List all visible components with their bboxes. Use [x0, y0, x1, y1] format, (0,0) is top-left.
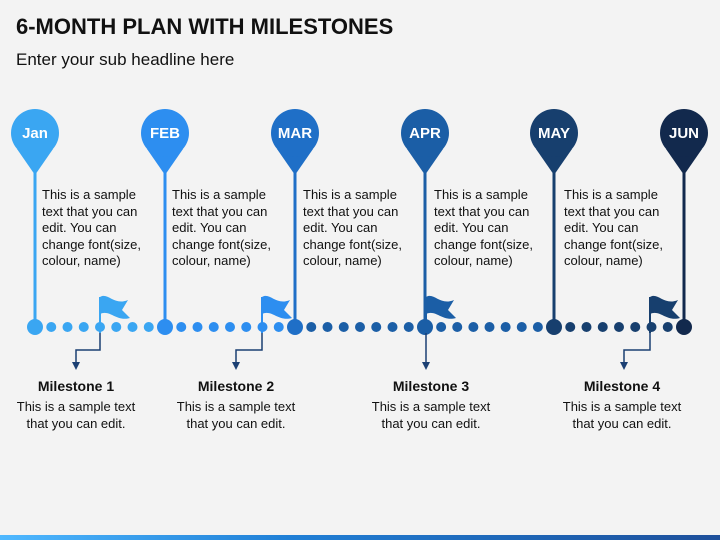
- timeline-dot: [403, 322, 414, 332]
- pin-head: [141, 109, 189, 157]
- milestone-connector: [75, 333, 101, 364]
- timeline-dot: [143, 322, 154, 332]
- timeline-node: [676, 319, 692, 335]
- timeline-dot: [597, 322, 608, 332]
- timeline-dot: [646, 322, 657, 332]
- timeline-dot: [468, 322, 479, 332]
- pin-tail: [407, 149, 443, 175]
- page-subtitle: Enter your sub headline here: [16, 50, 235, 69]
- milestone-title: Milestone 1: [37, 378, 115, 394]
- timeline-dot: [500, 322, 511, 332]
- flag-icon: [426, 295, 456, 319]
- timeline-dot: [208, 322, 219, 332]
- pin-tail: [147, 149, 183, 175]
- timeline-dot: [78, 322, 89, 332]
- milestone-3: Milestone 3 This is a sample text that y…: [361, 378, 501, 432]
- pin-head: [530, 109, 578, 157]
- timeline-dot: [436, 322, 447, 332]
- timeline-dot: [273, 322, 284, 332]
- pin-label-feb: FEB: [150, 125, 180, 142]
- milestone-text: This is a sample text that you can edit.: [16, 399, 136, 431]
- timeline-dot: [581, 322, 592, 332]
- timeline-dot: [484, 322, 495, 332]
- page-title: 6-MONTH PLAN WITH MILESTONES: [16, 14, 394, 39]
- footer-gradient-bar: [0, 535, 720, 540]
- arrow-down-icon: [422, 362, 430, 370]
- timeline-dot: [614, 322, 624, 332]
- flag-icon: [262, 295, 292, 319]
- pin-head: [401, 109, 449, 157]
- pin-label-mar: MAR: [278, 125, 312, 142]
- milestone-2: Milestone 2 This is a sample text that y…: [166, 378, 306, 432]
- timeline-dot: [516, 322, 527, 332]
- flag-icon: [100, 295, 130, 319]
- pin-tail: [666, 149, 702, 175]
- timeline-dot: [452, 322, 463, 332]
- timeline-node: [287, 319, 303, 335]
- month-text-mar: This is a sample text that you can edit.…: [303, 187, 403, 268]
- timeline-dot: [532, 322, 543, 332]
- milestone-4: Milestone 4 This is a sample text that y…: [552, 378, 692, 432]
- month-text-jan: This is a sample text that you can edit.…: [42, 187, 142, 268]
- milestone-title: Milestone 4: [583, 378, 661, 394]
- pin-tail: [17, 149, 53, 175]
- timeline-dot: [225, 322, 235, 332]
- pin-tail: [536, 149, 572, 175]
- timeline-dot: [371, 322, 382, 332]
- month-text-feb: This is a sample text that you can edit.…: [172, 187, 272, 268]
- timeline-dot: [111, 322, 122, 332]
- pin-label-may: MAY: [538, 125, 570, 142]
- timeline-dot: [192, 322, 203, 332]
- pin-label-jun: JUN: [669, 125, 699, 142]
- timeline-dot: [387, 322, 398, 332]
- milestone-text: This is a sample text that you can edit.: [176, 399, 296, 431]
- pin-head: [271, 109, 319, 157]
- timeline-dot: [322, 322, 333, 332]
- timeline-dot: [338, 322, 349, 332]
- timeline-dot: [355, 322, 365, 332]
- month-text-may: This is a sample text that you can edit.…: [564, 187, 664, 268]
- timeline-dot: [241, 322, 252, 332]
- timeline-dot: [46, 322, 57, 332]
- timeline-dot: [662, 322, 673, 332]
- milestone-text: This is a sample text that you can edit.: [371, 399, 491, 431]
- pin-label-jan: Jan: [22, 125, 48, 142]
- timeline-dot: [62, 322, 73, 332]
- pin-head: [660, 109, 708, 157]
- timeline-node: [27, 319, 43, 335]
- milestone-title: Milestone 2: [197, 378, 275, 394]
- month-text-apr: This is a sample text that you can edit.…: [434, 187, 534, 268]
- milestone-title: Milestone 3: [392, 378, 470, 394]
- timeline-dot: [176, 322, 187, 332]
- arrow-down-icon: [72, 362, 80, 370]
- pin-tail: [277, 149, 313, 175]
- timeline-dot: [306, 322, 317, 332]
- timeline-dot: [630, 322, 641, 332]
- arrow-down-icon: [620, 362, 628, 370]
- timeline-node: [157, 319, 173, 335]
- milestone-1: Milestone 1 This is a sample text that y…: [6, 378, 146, 432]
- timeline-node: [546, 319, 562, 335]
- milestone-connector: [235, 333, 263, 364]
- arrow-down-icon: [232, 362, 240, 370]
- timeline-dot: [127, 322, 138, 332]
- milestone-text: This is a sample text that you can edit.: [562, 399, 682, 431]
- milestone-connector: [623, 333, 651, 364]
- pin-head: [11, 109, 59, 157]
- flag-icon: [650, 295, 680, 319]
- timeline-dot: [565, 322, 576, 332]
- pin-label-apr: APR: [409, 125, 441, 142]
